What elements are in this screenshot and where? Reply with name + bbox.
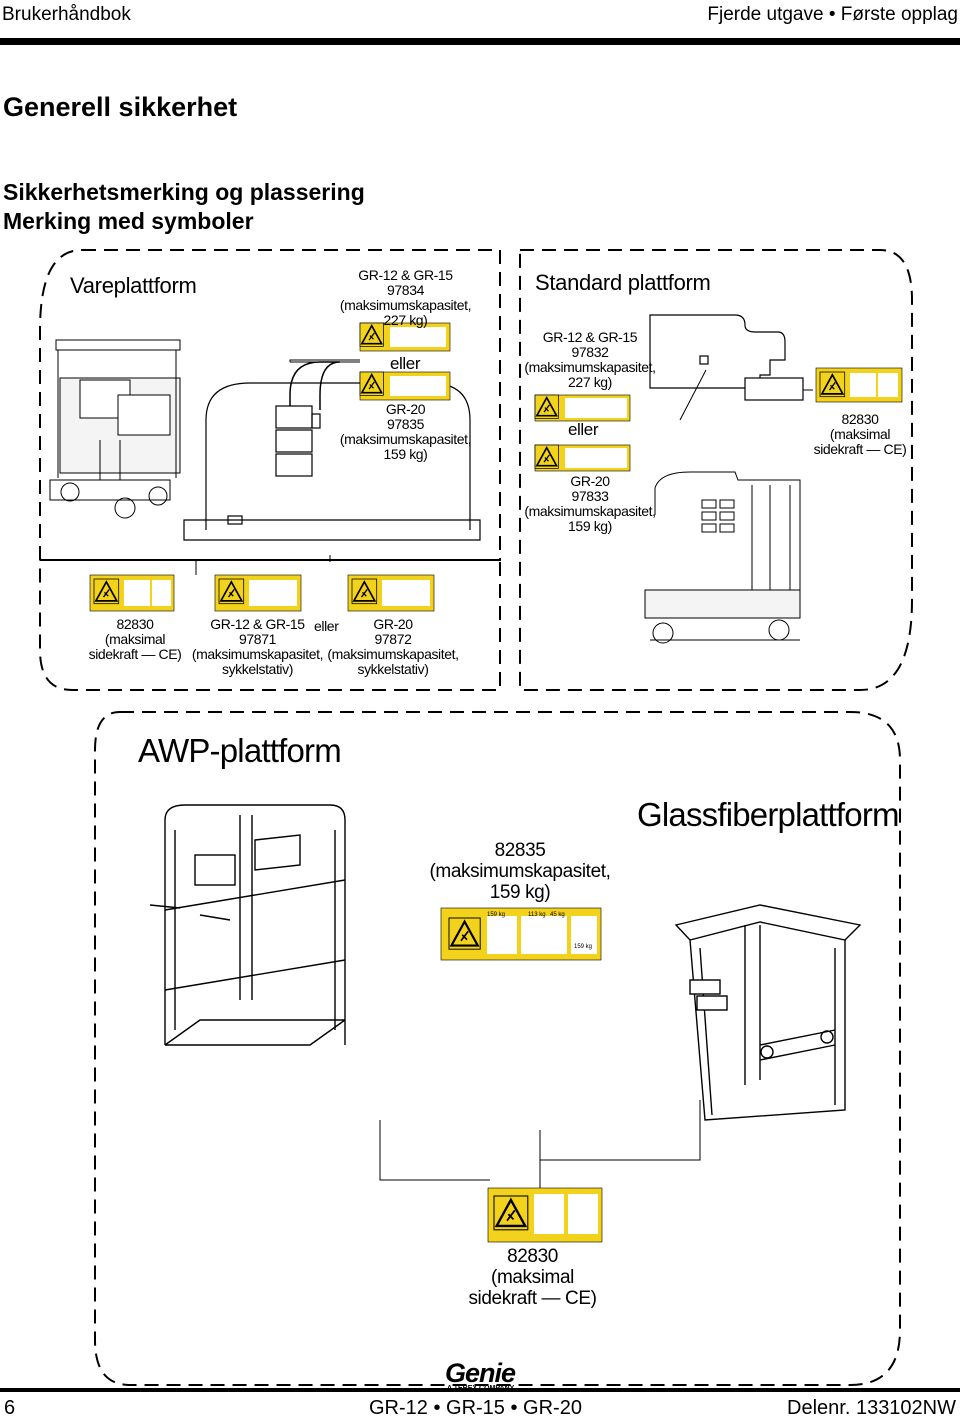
genie-logo: Genie	[445, 1358, 516, 1388]
section-heading-line1: Sikkerhetsmerking og plassering	[3, 179, 365, 205]
header-rule	[0, 38, 960, 45]
awp-label-line1: 82835	[494, 840, 546, 861]
bottom-left-line1: 82830	[116, 616, 154, 632]
page-heading: Generell sikkerhet	[3, 92, 238, 122]
glassfiber-label-line3: sidekraft — CE)	[468, 1288, 597, 1309]
standard-lower-line1: GR-20	[570, 473, 610, 489]
vare-decal-upper	[359, 322, 451, 352]
page-number: 6	[4, 1397, 16, 1419]
awp-label-line3: 159 kg)	[489, 882, 551, 903]
bottom-right-line3: (maksimumskapasitet,	[327, 646, 459, 662]
standard-floor-outline	[649, 314, 804, 401]
glassfiber-label-line2: (maksimal	[491, 1267, 574, 1288]
bottom-right-line4: sykkelstativ)	[357, 661, 429, 677]
manual-title: Brukerhåndbok	[2, 4, 131, 25]
standard-upper-line4: 227 kg)	[568, 374, 612, 390]
bottom-right-label: GR-20 97872 (maksimumskapasitet, sykkels…	[318, 617, 468, 677]
standard-lower-line3: (maksimumskapasitet,	[524, 503, 656, 519]
standard-side-decal	[815, 367, 903, 403]
standard-upper-line3: (maksimumskapasitet,	[524, 359, 656, 375]
bottom-decal-sideforce	[89, 574, 175, 612]
standard-upper-line2: 97832	[571, 344, 609, 360]
glassfiber-title: Glassfiberplattform	[637, 796, 900, 833]
standard-upper-label: GR-12 & GR-15 97832 (maksimumskapasitet,…	[515, 330, 665, 390]
vare-lower-line1: GR-20	[385, 401, 426, 417]
bottom-mid-line4: sykkelstativ)	[221, 661, 294, 677]
vare-upper-line1: GR-12 & GR-15	[358, 267, 453, 283]
glassfiber-platform-sketch	[674, 904, 862, 1121]
standard-title: Standard plattform	[535, 270, 711, 295]
footer-models: GR-12 • GR-15 • GR-20	[369, 1397, 582, 1419]
awp-region-outline	[94, 711, 901, 1386]
vare-machine-sketch	[49, 339, 181, 519]
glassfiber-label: 82830 (maksimal sidekraft — CE)	[455, 1246, 610, 1309]
bottom-or: eller	[314, 618, 339, 634]
glassfiber-label-line1: 82830	[507, 1246, 558, 1267]
standard-machine-sketch	[644, 471, 801, 644]
vare-title: Vareplattform	[70, 273, 197, 298]
standard-side-label: 82830 (maksimal sidekraft — CE)	[805, 412, 915, 457]
awp-decal-value-3: 45 kg	[550, 912, 565, 918]
vare-lower-line4: 159 kg)	[383, 446, 428, 462]
standard-region-outline	[519, 249, 913, 691]
vare-upper-line3: (maksimumskapasitet,	[339, 297, 472, 313]
vare-upper-line4: 227 kg)	[383, 312, 428, 328]
vare-decal-lower	[359, 371, 451, 401]
standard-upper-line1: GR-12 & GR-15	[542, 329, 638, 345]
bottom-mid-line3: (maksimumskapasitet,	[191, 646, 324, 662]
awp-decal	[440, 907, 602, 961]
standard-side-line1: 82830	[841, 411, 879, 427]
vare-or: eller	[390, 354, 421, 373]
standard-lower-label: GR-20 97833 (maksimumskapasitet, 159 kg)	[515, 474, 665, 534]
bottom-right-line2: 97872	[374, 631, 412, 647]
awp-label: 82835 (maksimumskapasitet, 159 kg)	[420, 840, 620, 903]
vare-upper-label: GR-12 & GR-15 97834 (maksimumskapasitet,…	[333, 268, 478, 328]
awp-decal-value-2: 113 kg	[528, 912, 546, 918]
part-number: Delenr. 133102NW	[787, 1397, 956, 1419]
standard-decal-lower	[534, 444, 631, 472]
awp-platform-sketch	[149, 804, 346, 1046]
bottom-left-label: 82830 (maksimal sidekraft — CE)	[80, 617, 190, 662]
standard-side-line3: sidekraft — CE)	[813, 441, 907, 457]
standard-lower-line2: 97833	[571, 488, 609, 504]
bottom-right-line1: GR-20	[373, 616, 413, 632]
awp-decal-value-1: 159 kg	[487, 912, 506, 918]
standard-side-line2: (maksimal	[829, 426, 891, 442]
vare-leader-to-bottom	[195, 555, 331, 575]
bottom-decal-97872	[347, 574, 435, 612]
bottom-mid-label: GR-12 & GR-15 97871 (maksimumskapasitet,…	[185, 617, 330, 677]
bottom-left-line3: sidekraft — CE)	[88, 646, 182, 662]
bottom-mid-line1: GR-12 & GR-15	[210, 616, 305, 632]
awp-title: AWP-plattform	[138, 732, 342, 769]
vare-upper-line2: 97834	[387, 282, 424, 298]
footer-rule	[0, 1388, 960, 1392]
bottom-left-line2: (maksimal	[104, 631, 166, 647]
vare-rail-frame	[183, 361, 481, 541]
section-heading-line2: Merking med symboler	[3, 208, 254, 234]
awp-decal-value-4: 159 kg	[574, 944, 593, 950]
section-heading: Sikkerhetsmerking og plassering Merking …	[3, 178, 365, 236]
vare-lower-line2: 97835	[387, 416, 424, 432]
vare-lower-label: GR-20 97835 (maksimumskapasitet, 159 kg)	[333, 402, 478, 462]
awp-label-line2: (maksimumskapasitet,	[429, 861, 611, 882]
bottom-row-region-outline	[39, 559, 501, 691]
standard-lower-line4: 159 kg)	[568, 518, 612, 534]
bottom-decal-97871	[214, 574, 302, 612]
bottom-mid-line2: 97871	[239, 631, 276, 647]
glassfiber-decal	[487, 1187, 603, 1243]
vare-lower-line3: (maksimumskapasitet,	[339, 431, 472, 447]
standard-decal-upper	[534, 394, 631, 422]
standard-or: eller	[568, 420, 599, 439]
edition-info: Fjerde utgave • Første opplag	[707, 4, 958, 25]
